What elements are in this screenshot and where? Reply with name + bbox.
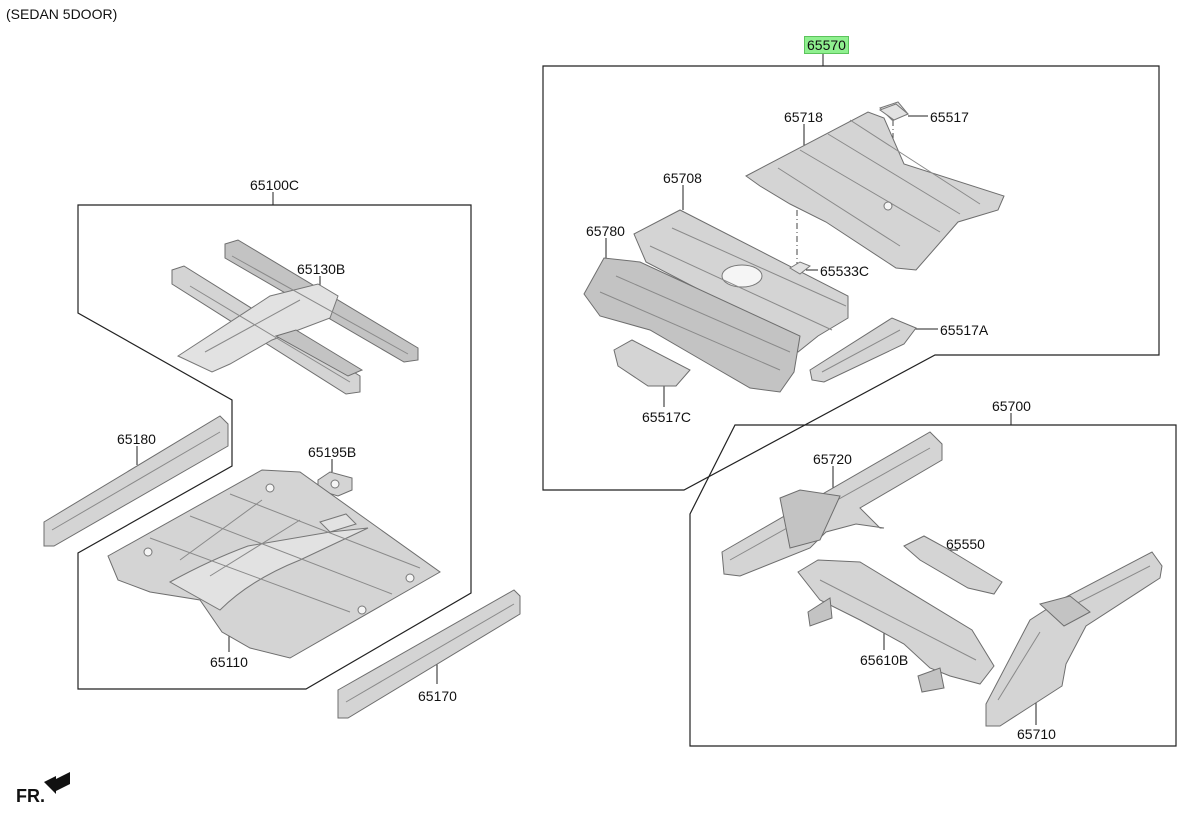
part-shape-65708[interactable]	[633, 209, 849, 353]
part-shape-65517A[interactable]	[809, 317, 917, 383]
part-label-65517C[interactable]: 65517C	[642, 409, 692, 425]
group-frame-65570	[542, 65, 1160, 491]
part-label-65720[interactable]: 65720	[813, 451, 852, 467]
part-label-65708[interactable]: 65708	[663, 170, 702, 186]
part-shape-65718[interactable]	[745, 101, 1005, 271]
part-label-65710[interactable]: 65710	[1017, 726, 1056, 742]
part-shape-65170[interactable]	[337, 589, 521, 719]
part-label-65180[interactable]: 65180	[117, 431, 156, 447]
part-label-65718[interactable]: 65718	[784, 109, 823, 125]
part-shape-65180[interactable]	[43, 415, 229, 547]
part-label-65517[interactable]: 65517	[930, 109, 969, 125]
part-shape-65533C[interactable]	[789, 261, 811, 275]
part-shape-65710[interactable]	[985, 551, 1163, 727]
part-label-65517A[interactable]: 65517A	[940, 322, 989, 338]
front-direction-label: FR.	[16, 786, 45, 806]
group-label-65700[interactable]: 65700	[992, 398, 1031, 414]
group-label-65100C[interactable]: 65100C	[250, 177, 300, 193]
part-label-65550[interactable]: 65550	[946, 536, 985, 552]
part-shape-65780[interactable]	[583, 257, 801, 393]
variant-label: (SEDAN 5DOOR)	[6, 6, 118, 22]
arrow-left-icon	[44, 772, 70, 794]
part-shape-65550[interactable]	[903, 535, 1003, 595]
part-label-65170[interactable]: 65170	[418, 688, 457, 704]
part-label-65130B[interactable]: 65130B	[297, 261, 346, 277]
part-shape-65195B[interactable]	[317, 471, 353, 497]
part-shape-65517C[interactable]	[613, 339, 691, 387]
part-shape-65130B[interactable]	[171, 239, 419, 395]
part-shape-65110[interactable]	[107, 469, 441, 659]
group-label-65570[interactable]: 65570	[804, 36, 849, 54]
part-label-65110[interactable]: 65110	[210, 654, 248, 670]
part-label-65533C[interactable]: 65533C	[820, 263, 870, 279]
part-label-65780[interactable]: 65780	[586, 223, 625, 239]
group-frame-65700	[689, 424, 1177, 747]
part-shape-65517[interactable]	[878, 103, 909, 121]
part-label-65195B[interactable]: 65195B	[308, 444, 357, 460]
group-frame-65100C	[77, 204, 472, 690]
part-label-65610B[interactable]: 65610B	[860, 652, 909, 668]
part-shape-65720[interactable]	[721, 431, 943, 577]
part-shape-65610B[interactable]	[797, 559, 995, 693]
